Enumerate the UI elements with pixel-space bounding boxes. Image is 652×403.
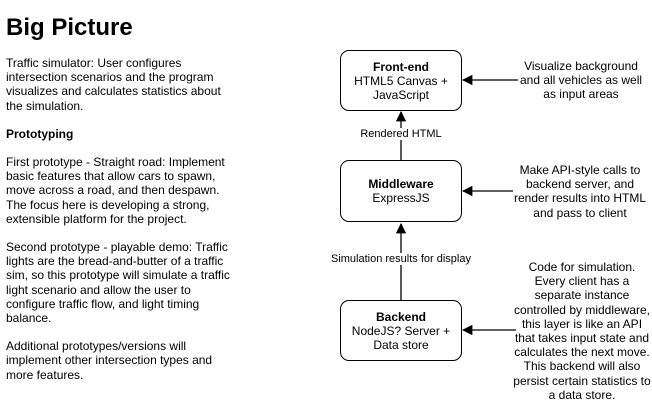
backend-desc-1: NodeJS? Server + bbox=[351, 323, 451, 338]
description-panel: Big Picture Traffic simulator: User conf… bbox=[6, 14, 238, 396]
backend-desc-2: Data store bbox=[373, 337, 429, 352]
edge-label-rendered-html: Rendered HTML bbox=[355, 128, 447, 140]
prototyping-heading: Prototyping bbox=[6, 126, 74, 141]
page-title: Big Picture bbox=[6, 14, 133, 41]
intro-text: Traffic simulator: User configures inter… bbox=[6, 56, 221, 113]
note-middleware: Make API-style calls to backend server, … bbox=[513, 163, 647, 220]
frontend-box: Front-end HTML5 Canvas + JavaScript bbox=[340, 50, 462, 111]
middleware-title: Middleware bbox=[368, 177, 434, 191]
backend-box: Backend NodeJS? Server + Data store bbox=[340, 300, 462, 361]
frontend-title: Front-end bbox=[373, 59, 429, 74]
additional-text: Additional prototypes/versions will impl… bbox=[6, 339, 213, 382]
note-frontend: Visualize background and all vehicles as… bbox=[519, 59, 643, 102]
frontend-desc-1: HTML5 Canvas + bbox=[354, 73, 448, 88]
backend-title: Backend bbox=[375, 309, 427, 324]
note-backend: Code for simulation. Every client has a … bbox=[513, 260, 651, 402]
prototype-1-text: First prototype - Straight road: Impleme… bbox=[6, 155, 225, 226]
frontend-desc-2: JavaScript bbox=[372, 87, 430, 102]
middleware-box: Middleware ExpressJS bbox=[340, 160, 462, 222]
edge-label-simulation-results: Simulation results for display bbox=[326, 253, 476, 265]
middleware-desc: ExpressJS bbox=[372, 191, 430, 205]
prototype-2-text: Second prototype - playable demo: Traffi… bbox=[6, 240, 230, 326]
